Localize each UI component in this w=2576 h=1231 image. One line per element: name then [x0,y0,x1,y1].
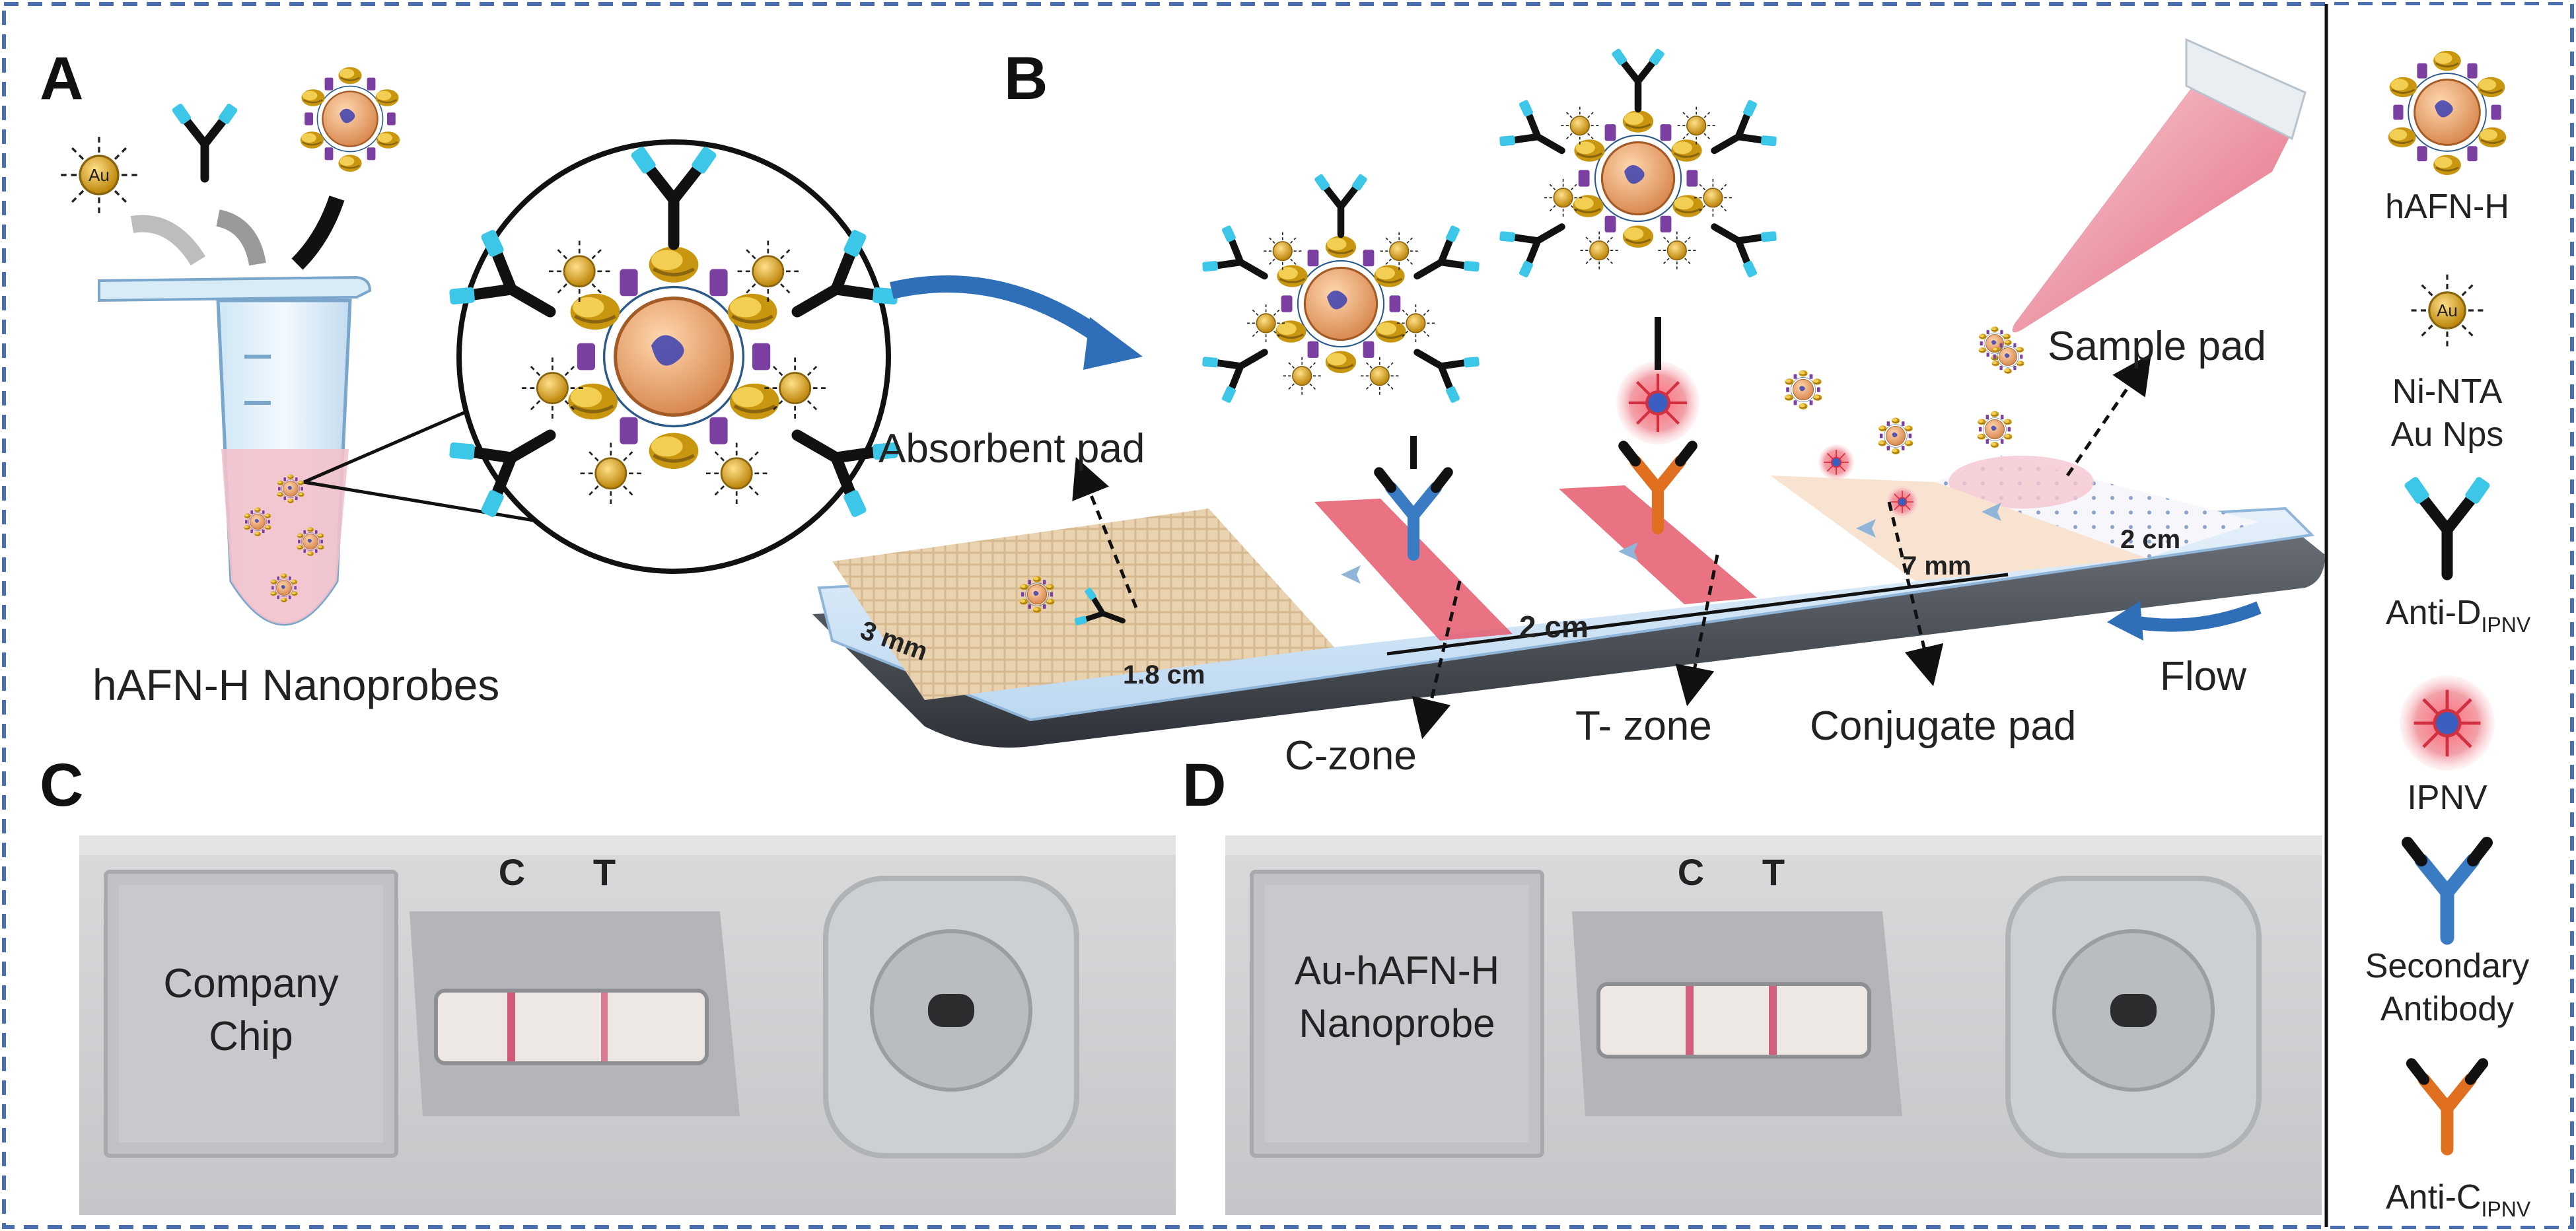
label-sample-pad: Sample pad [2048,324,2266,369]
pipette [2012,38,2307,333]
dim-7mm: 7 mm [1902,551,1972,580]
c-marker-d: C [1678,851,1704,893]
legend-label-anti-c: Anti-CIPNV [2386,1178,2531,1221]
au-nanoparticle-icon: Au [59,135,139,215]
panel-a: A Au hAFN-H Nanoprobes [40,45,905,709]
au-label: Au [89,165,110,185]
blue-transfer-arrow [890,275,1115,351]
conjugate-pad [1770,475,2147,581]
t-marker-d: T [1762,851,1785,893]
legend-label-hafn-h: hAFN-H [2385,188,2509,226]
hafn-h-cage-icon [301,67,400,172]
legend-label-au-nps: Au Nps [2391,415,2504,454]
nanoprobe-t-zone [1495,48,1781,281]
label-t-zone: T- zone [1575,703,1712,749]
zoom-line-2 [303,480,542,524]
dim-2cm-sample: 2 cm [2120,525,2180,554]
panel-c-letter: C [40,752,83,819]
panel-a-caption: hAFN-H Nanoprobes [92,660,499,709]
panel-d-letter: D [1182,752,1226,819]
sample-hole-d [2110,994,2157,1027]
sample-drop [1949,456,2094,509]
absorbent-pad [832,509,1334,700]
sample-hole-c [928,994,974,1027]
panel-d: D Au-hAFN-H Nanoprobe C T [1182,752,2322,1215]
c-zone-line [1314,499,1513,641]
blue-transfer-arrowhead [1083,317,1143,370]
chip-label-c-line1: Company [163,961,338,1006]
test-window-c [434,989,709,1065]
grey-arrow-2 [215,209,266,266]
ipnv-virus-icon [2400,676,2495,771]
nanoprobe-c-zone [1198,174,1484,407]
t-line-c [601,993,608,1061]
dimension-line-membrane [1386,573,2009,656]
t-line-d [1769,986,1777,1055]
legend: hAFN-H Au Ni-NTA Au Nps Anti-DIPNV IPNV … [2365,51,2531,1221]
svg-text:Au: Au [2437,300,2458,320]
probe-conjugate-1 [1785,370,1822,409]
dim-2cm-membrane: 2 cm [1519,610,1589,644]
c-line-c [507,993,515,1061]
grey-arrow-1 [130,215,206,266]
microtube [98,275,372,626]
c-marker-c: C [499,851,525,893]
legend-label-ipnv: IPNV [2407,779,2487,817]
flow-chevrons [1341,503,2001,584]
t-zone-line [1559,485,1757,604]
label-c-zone: C-zone [1285,733,1417,779]
legend-anti-c-sub: IPNV [2481,1197,2530,1221]
ni-nta-au-np-icon: Au [2410,273,2484,348]
probe-sample-1 [1978,411,2013,448]
antibody-icon [171,103,238,178]
panel-c: C Company Chip C T [40,752,1176,1215]
dim-1-8cm: 1.8 cm [1123,660,1205,689]
legend-label-anti-d: Anti-DIPNV [2386,594,2531,637]
legend-anti-d-main: Anti-D [2386,594,2481,632]
panel-b-letter: B [1004,45,1048,112]
legend-panel-bg [2330,5,2569,1226]
virus-t-zone [1616,361,1699,444]
panel-b: B [812,38,2325,779]
chip-label-d-line2: Nanoprobe [1299,1001,1495,1045]
probe-conjugate-2 [1878,418,1914,454]
virus-conjugate-1 [1818,444,1855,481]
legend-label-ni-nta: Ni-NTA [2392,372,2503,411]
label-conjugate-pad: Conjugate pad [1810,703,2076,749]
chip-label-c-line2: Chip [209,1014,293,1059]
label-flow: Flow [2160,654,2246,699]
virus-conjugate-2 [1886,485,1919,518]
t-marker-c: T [593,851,616,893]
legend-anti-d-sub: IPNV [2481,613,2530,637]
label-pointers [1072,353,2151,740]
legend-label-secondary: Secondary [2365,947,2530,985]
black-arrow [291,195,345,270]
label-absorbent-pad: Absorbent pad [878,426,1145,472]
chip-label-d-line1: Au-hAFN-H [1295,948,1499,993]
test-window-d [1596,982,1871,1059]
legend-anti-c-main: Anti-C [2386,1178,2481,1216]
panel-a-letter: A [40,45,83,112]
flow-arrow [2126,601,2262,632]
c-line-d [1686,986,1694,1055]
legend-label-antibody: Antibody [2380,990,2514,1028]
